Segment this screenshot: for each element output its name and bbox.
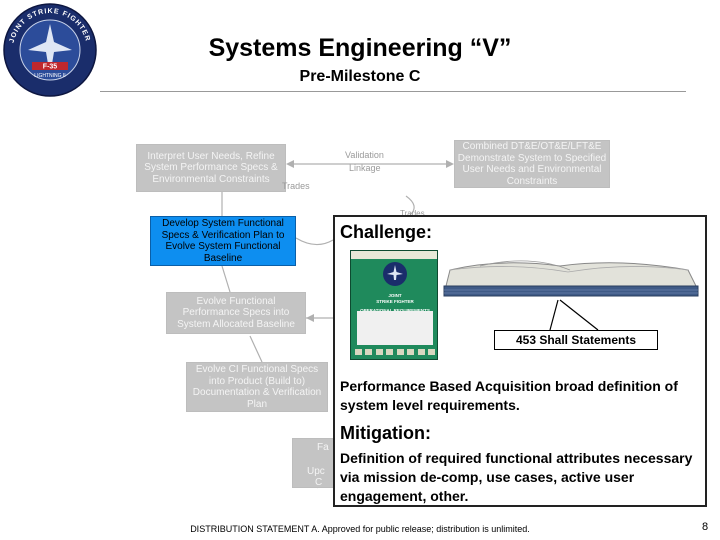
develop-functional-specs-box: Develop System Functional Specs & Verifi… (150, 216, 296, 266)
document-stack-image (443, 260, 699, 297)
evolve-ci-box: Evolve CI Functional Specs into Product … (186, 362, 328, 412)
ord-title-2: STRIKE FIGHTER (376, 298, 414, 304)
evolve-functional-box: Evolve Functional Performance Specs into… (166, 292, 306, 334)
jsf-logo: JOINT STRIKE FIGHTER F-35 LIGHTNING II (3, 3, 97, 97)
fabricate-box-partial: Fa Upc C (292, 438, 336, 488)
definition-text: Definition of required functional attrib… (340, 450, 693, 504)
combined-test-box: Combined DT&E/OT&E/LFT&E Demonstrate Sys… (454, 140, 610, 188)
logo-badge-2: LIGHTNING II (34, 73, 65, 79)
page-subtitle: Pre-Milestone C (299, 68, 421, 85)
interpret-needs-text: Interpret User Needs, Refine System Perf… (144, 150, 278, 185)
upd-partial-text: Upc (307, 465, 325, 477)
linkage-label: Linkage (349, 163, 381, 173)
ord-doc-1: OPERATIONAL REQUIREMENTS (355, 308, 435, 314)
ord-document-image: JOINT STRIKE FIGHTER OPERATIONAL REQUIRE… (350, 250, 438, 360)
performance-text: Performance Based Acquisition broad defi… (340, 378, 678, 413)
combined-test-text: Combined DT&E/OT&E/LFT&E Demonstrate Sys… (457, 141, 607, 187)
distribution-statement: DISTRIBUTION STATEMENT A. Approved for p… (190, 524, 530, 534)
shall-statements-label: 453 Shall Statements (494, 330, 658, 350)
c-partial-text: C (315, 477, 323, 488)
mitigation-heading: Mitigation: (340, 423, 431, 443)
trades-right-label: Trades (400, 209, 425, 218)
title-divider (100, 91, 686, 92)
fab-partial-text: Fa (317, 442, 329, 453)
page-title: Systems Engineering “V” (208, 34, 512, 62)
evolve-ci-text: Evolve CI Functional Specs into Product … (192, 364, 322, 410)
page-number: 8 (702, 521, 709, 533)
trades-left-label: Trades (282, 181, 310, 191)
develop-functional-specs-text: Develop System Functional Specs & Verifi… (161, 218, 285, 264)
interpret-needs-box: Interpret User Needs, Refine System Perf… (136, 144, 286, 192)
validation-label: Validation (345, 150, 384, 160)
ord-jet-icon (383, 262, 407, 286)
ord-title-1: JOINT (388, 293, 402, 298)
jet-icon (28, 24, 72, 68)
evolve-functional-text: Evolve Functional Performance Specs into… (177, 295, 295, 330)
challenge-heading: Challenge: (340, 222, 433, 242)
logo-badge: F-35 (43, 64, 58, 71)
